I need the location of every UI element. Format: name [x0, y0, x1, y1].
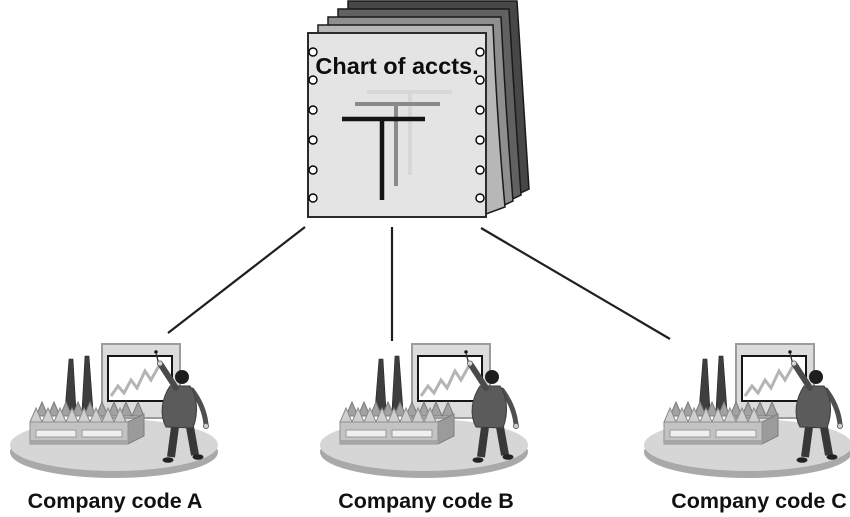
chart-of-accounts-title: Chart of accts.	[315, 53, 478, 79]
punch-holes-right	[475, 47, 485, 203]
chart-of-accounts-node: Chart of accts.	[307, 0, 530, 218]
t-account-dark-icon	[342, 116, 425, 200]
connector-line-a	[167, 226, 306, 334]
company-node-a	[10, 336, 240, 486]
company-label-a: Company code A	[27, 489, 203, 513]
company-node-b	[320, 336, 550, 486]
punch-holes-left	[308, 47, 318, 203]
company-node-c	[644, 336, 850, 486]
company-illustration	[10, 336, 240, 486]
company-illustration	[320, 336, 550, 486]
company-label-c: Company code C	[671, 489, 847, 513]
company-label-b: Company code B	[338, 489, 514, 513]
front-page-icon: Chart of accts.	[307, 32, 487, 218]
company-illustration	[644, 336, 850, 486]
connector-line-c	[480, 227, 671, 340]
